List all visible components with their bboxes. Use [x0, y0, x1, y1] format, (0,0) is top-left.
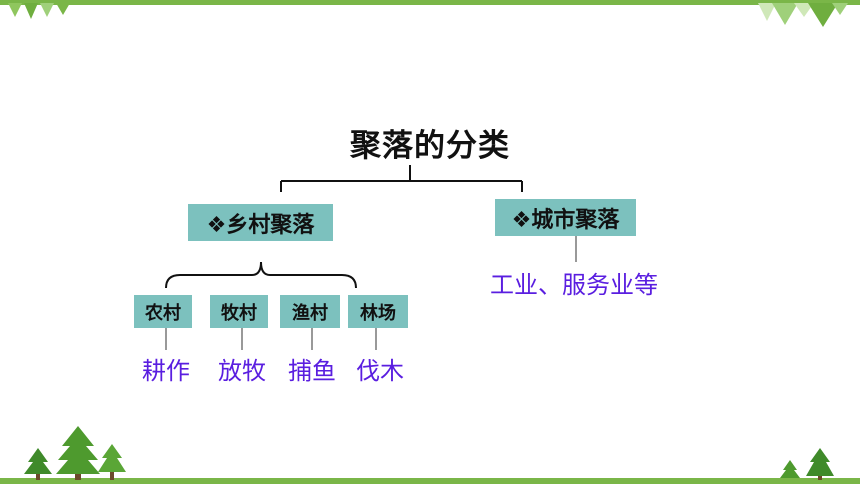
urban-settlement-box: ❖城市聚落	[495, 199, 636, 236]
rural-type-box-forest-farm: 林场	[348, 295, 408, 328]
diagram-title: 聚落的分类	[350, 128, 510, 164]
rural-curly-brace	[165, 261, 357, 289]
triangle-bunting-left	[8, 3, 70, 19]
tree-icon-bottom-right	[780, 448, 834, 480]
tree-icon-bottom-left	[24, 426, 126, 480]
rural-activity-logging: 伐木	[356, 357, 404, 385]
rural-settlement-box: ❖乡村聚落	[188, 204, 333, 241]
rural-activity-farming: 耕作	[142, 357, 190, 385]
rural-activity-fishing: 捕鱼	[288, 357, 336, 385]
rural-type-box-farming-village: 农村	[134, 295, 192, 328]
top-frame-bar	[0, 0, 860, 5]
bottom-frame-bar	[0, 478, 860, 484]
urban-activity-text: 工业、服务业等	[490, 271, 658, 299]
rural-activity-herding: 放牧	[218, 357, 266, 385]
tree-icon-top-right	[758, 3, 848, 27]
rural-type-box-fishing-village: 渔村	[280, 295, 340, 328]
rural-type-box-herding-village: 牧村	[210, 295, 268, 328]
